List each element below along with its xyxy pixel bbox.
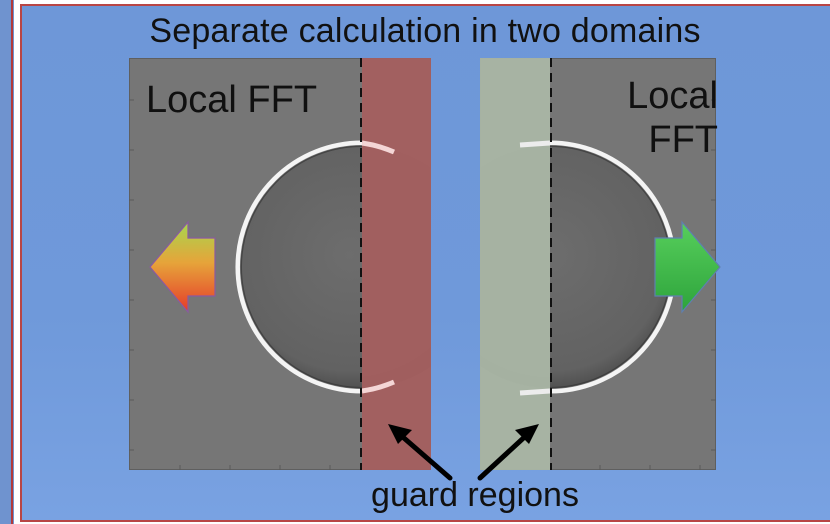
slide-title: Separate calculation in two domains — [149, 12, 701, 50]
right-panel-label-line1: Local — [627, 75, 718, 117]
guard-regions-label: guard regions — [371, 476, 579, 514]
left-guard-region — [362, 58, 431, 470]
right-panel-label: Local FFT — [627, 74, 718, 162]
right-guard-region — [480, 58, 550, 470]
right-panel-label-line2: FFT — [648, 119, 718, 161]
right-arrow-icon — [654, 220, 721, 314]
right-panel-content — [480, 58, 716, 470]
previous-slide-border — [11, 0, 13, 524]
pointer-arrow-icon — [394, 429, 533, 481]
left-arrow-icon — [149, 220, 216, 314]
previous-slide-edge — [0, 0, 14, 524]
left-panel-label: Local FFT — [146, 79, 318, 121]
left-panel-content — [129, 58, 431, 470]
